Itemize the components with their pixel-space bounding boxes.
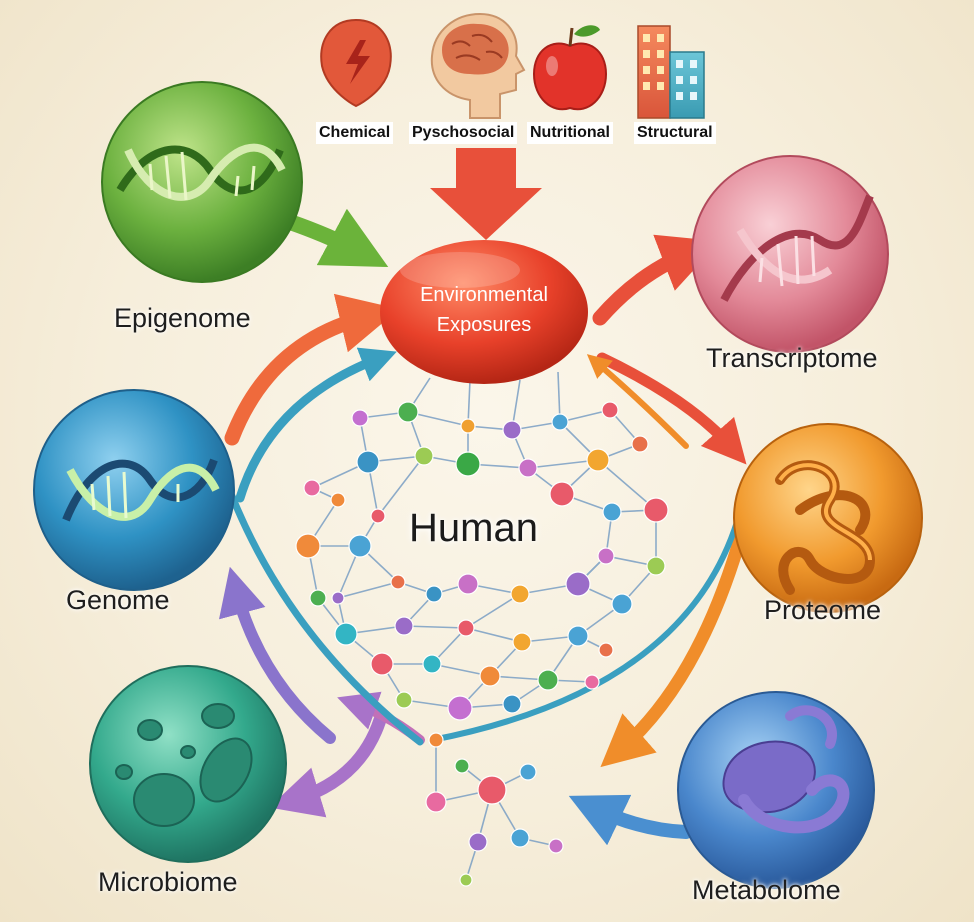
genome-label: Genome <box>66 585 170 615</box>
human-label: Human <box>409 506 538 550</box>
building-icon <box>637 25 705 119</box>
environmental-line1: Environmental <box>420 284 548 306</box>
rna-icon <box>720 194 874 302</box>
metabolome-node <box>677 691 875 889</box>
proteome-inner-arc <box>429 509 743 743</box>
dna-icon <box>116 145 284 195</box>
pyschosocial-label: Pyschosocial <box>409 122 518 144</box>
microbiome-label: Microbiome <box>98 867 238 897</box>
human-network <box>295 371 669 887</box>
arrows <box>219 148 749 846</box>
structural-label: Structural <box>634 122 716 144</box>
proteome-to-center-arrow <box>600 525 749 768</box>
transcriptome-node <box>691 155 889 353</box>
exposure-proteome-arrow <box>596 352 747 465</box>
genome-down-arrow <box>219 566 336 744</box>
center-to-microbiome-arrow <box>269 713 387 818</box>
metabolome-label: Metabolome <box>692 875 841 905</box>
exposure-down-arrow <box>430 148 542 240</box>
epigenome-to-exposure-arrow <box>282 208 389 268</box>
microbiome-node <box>89 665 287 863</box>
metabolome-to-center-arrow <box>568 794 693 846</box>
chemical-icon <box>320 18 392 108</box>
proteome-label: Proteome <box>764 595 882 625</box>
environmental-line2: Exposures <box>436 314 532 336</box>
apple-icon <box>532 25 608 111</box>
proteome-to-exposure-arrow <box>586 354 689 449</box>
epigenome-node <box>101 81 303 283</box>
microbe-icons <box>115 703 253 827</box>
genome-left-arc <box>228 492 424 746</box>
nutritional-label: Nutritional <box>527 122 613 144</box>
environmental-exposures-title: Environmental Exposures <box>384 280 584 340</box>
genome-to-exposure-arrow <box>224 293 400 446</box>
environmental-exposures-node <box>380 240 588 384</box>
proteome-node <box>733 423 923 613</box>
genome-inner-arrow <box>235 347 397 503</box>
transcriptome-label: Transcriptome <box>706 343 878 373</box>
brain-head-icon <box>430 12 526 119</box>
chemical-label: Chemical <box>316 122 394 144</box>
exposure-to-transcriptome-arrow <box>592 234 720 326</box>
epigenome-label: Epigenome <box>114 303 251 333</box>
dna-icon <box>62 458 218 522</box>
genome-node <box>33 389 235 591</box>
